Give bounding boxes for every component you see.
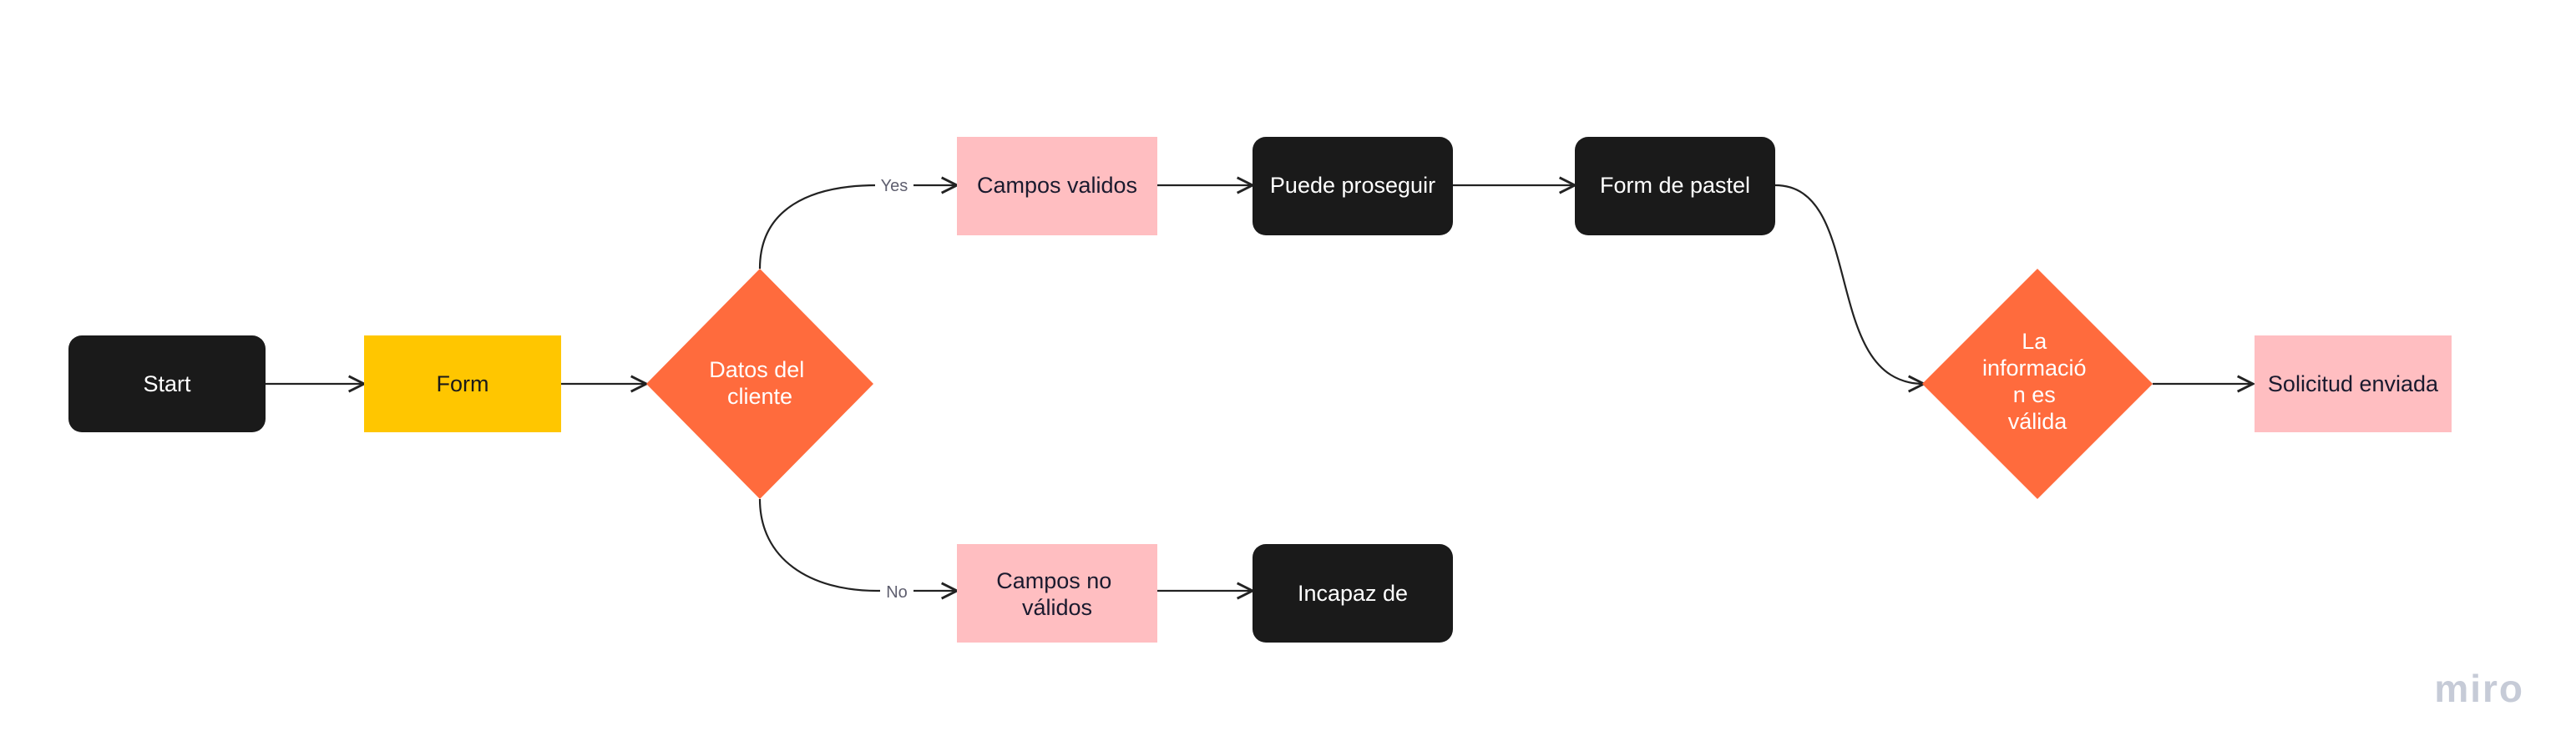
node-campos-validos[interactable]: Campos validos	[957, 137, 1157, 235]
node-info-line-3: n es	[2013, 382, 2056, 407]
node-pastel-label: Form de pastel	[1600, 173, 1750, 198]
node-solicitud-label: Solicitud enviada	[2268, 371, 2439, 396]
node-campos-validos-label: Campos validos	[977, 173, 1137, 198]
edge-pastel-to-info	[1774, 184, 1924, 384]
node-info-line-4: válida	[2008, 409, 2068, 434]
node-datos-line-1: Datos del	[709, 357, 804, 382]
edge-label-yes-group: Yes	[875, 174, 913, 197]
node-campos-no-line-1: Campos no	[996, 568, 1111, 593]
edge-label-yes: Yes	[881, 177, 908, 195]
edge-datos-to-campos-no	[758, 498, 957, 591]
node-info-label: La informació n es válida	[1982, 329, 2093, 434]
node-puede-proseguir[interactable]: Puede proseguir	[1253, 137, 1453, 235]
miro-logo: miro	[2434, 667, 2524, 710]
node-form-label: Form	[437, 371, 489, 396]
node-form[interactable]: Form	[364, 335, 561, 432]
node-info-line-1: La	[2022, 329, 2047, 354]
edge-label-no: No	[886, 583, 908, 602]
node-start[interactable]: Start	[68, 335, 266, 432]
node-datos-line-2: cliente	[727, 384, 792, 409]
node-start-label: Start	[143, 371, 191, 396]
node-informacion-valida[interactable]: La informació n es válida	[1922, 269, 2153, 499]
node-campos-no-line-2: válidos	[1022, 595, 1092, 620]
node-incapaz-de[interactable]: Incapaz de	[1253, 544, 1453, 643]
node-incapaz-label: Incapaz de	[1298, 581, 1408, 606]
node-campos-no-label: Campos no válidos	[996, 568, 1118, 620]
node-info-line-2: informació	[1982, 355, 2087, 381]
connectors	[266, 185, 2253, 591]
edge-datos-to-campos-validos	[758, 185, 957, 270]
node-form-de-pastel[interactable]: Form de pastel	[1575, 137, 1775, 235]
edge-label-no-group: No	[880, 579, 913, 602]
node-puede-label: Puede proseguir	[1270, 173, 1435, 198]
node-datos-del-cliente[interactable]: Datos del cliente	[646, 269, 873, 499]
node-solicitud-enviada[interactable]: Solicitud enviada	[2255, 335, 2452, 432]
node-campos-no-validos[interactable]: Campos no válidos	[957, 544, 1157, 643]
node-datos-label: Datos del cliente	[709, 357, 811, 409]
